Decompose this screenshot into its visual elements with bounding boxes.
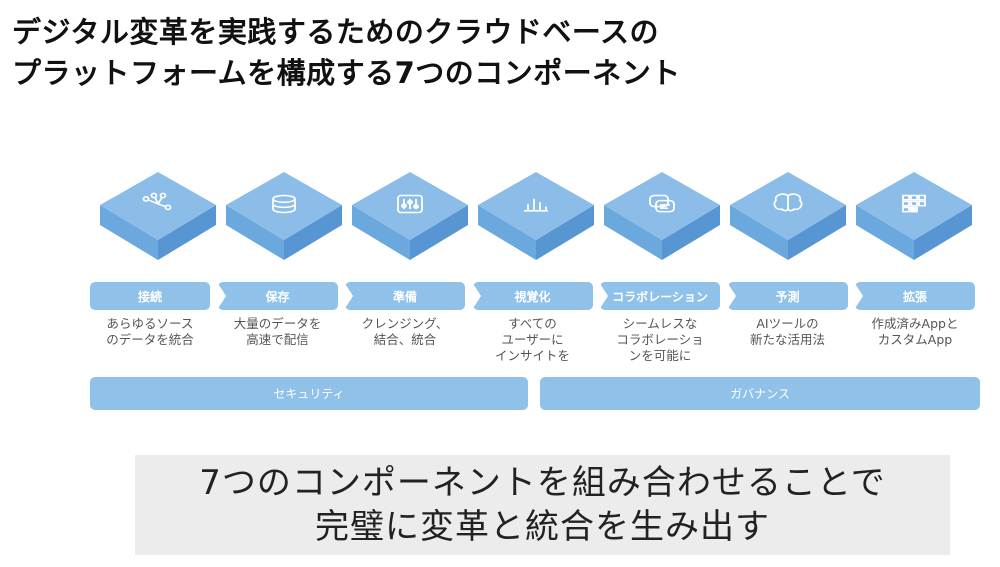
component-description: シームレスな コラボレーショ ンを可能に xyxy=(616,316,704,363)
component-tiles xyxy=(0,160,1000,270)
component-description: 作成済みAppと カスタムApp xyxy=(871,316,959,347)
component-label-6: 拡張 xyxy=(854,282,975,310)
component-description: AIツールの 新たな活用法 xyxy=(749,316,825,347)
component-description: 大量のデータを 高速で配信 xyxy=(233,316,322,347)
chevron-connector xyxy=(344,282,353,310)
component-tile xyxy=(471,160,601,270)
component-description: クレンジング、 結合、統合 xyxy=(361,316,449,347)
chevron-connector xyxy=(726,282,736,310)
app-grid-icon xyxy=(902,194,926,213)
component-label-4: コラボレーション xyxy=(599,282,720,310)
component-label-text: 保存 xyxy=(265,289,290,304)
component-tile xyxy=(345,160,475,270)
brain-icon xyxy=(773,193,803,212)
component-label-text: 接続 xyxy=(137,289,162,304)
summary-box: 7つのコンポーネントを組み合わせることで 完璧に変革と統合を生み出す xyxy=(135,455,950,555)
component-label-text: 予測 xyxy=(775,289,800,304)
chevron-connector xyxy=(471,282,481,310)
component-label-text: 視覚化 xyxy=(514,289,551,304)
component-label-text: 拡張 xyxy=(902,289,927,304)
component-tile xyxy=(219,160,349,270)
component-tile xyxy=(723,160,853,270)
component-label-3: 視覚化 xyxy=(471,282,593,310)
chevron-connector xyxy=(854,282,863,310)
sliders-icon xyxy=(397,194,423,214)
security-label: セキュリティ xyxy=(273,387,345,401)
chevron-connector xyxy=(599,282,608,310)
chart-icon xyxy=(524,198,548,212)
component-label-text: 準備 xyxy=(392,289,417,304)
chat-icon xyxy=(649,194,675,213)
component-label-text: コラボレーション xyxy=(612,289,708,304)
chevron-connector xyxy=(216,282,226,310)
title-line-2: プラットフォームを構成する7つのコンポーネント xyxy=(12,56,681,90)
summary-line-2: 完璧に変革と統合を生み出す xyxy=(315,507,770,547)
governance-bar: ガバナンス xyxy=(540,377,980,410)
governance-label: ガバナンス xyxy=(730,387,790,401)
component-tile xyxy=(849,160,979,270)
component-label-2: 準備 xyxy=(344,282,465,310)
component-description: あらゆるソース のデータを統合 xyxy=(106,316,194,347)
network-icon xyxy=(142,192,172,211)
title-line-1: デジタル変革を実践するためのクラウドベースの xyxy=(12,15,659,49)
component-label-5: 予測 xyxy=(726,282,848,310)
security-bar: セキュリティ xyxy=(90,377,528,410)
component-label-1: 保存 xyxy=(216,282,338,310)
component-tile xyxy=(93,160,223,270)
component-description: すべての ユーザーに インサイトを xyxy=(494,316,570,363)
database-icon xyxy=(272,194,296,214)
summary-line-1: 7つのコンポーネントを組み合わせることで xyxy=(199,463,886,503)
page-title: デジタル変革を実践するためのクラウドベースの プラットフォームを構成する7つのコ… xyxy=(12,12,681,94)
component-tile xyxy=(597,160,727,270)
component-label-0: 接続 xyxy=(90,282,210,310)
